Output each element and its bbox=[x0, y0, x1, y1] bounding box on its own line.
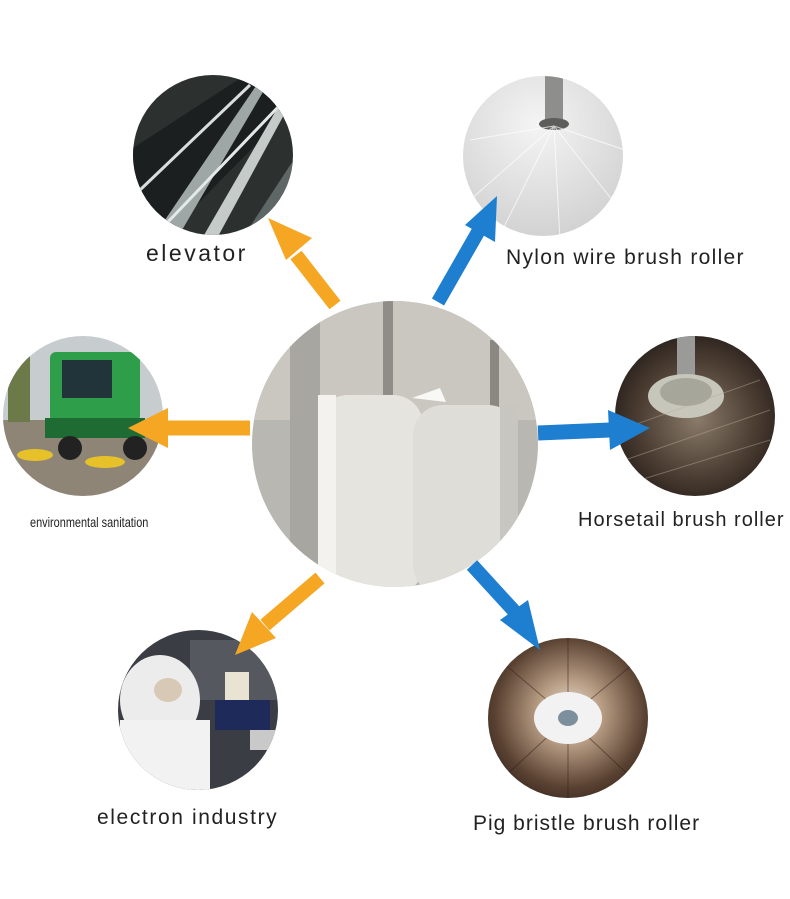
arrow-to-horsetail bbox=[537, 410, 650, 450]
pig-bristle-brush-photo bbox=[488, 638, 648, 798]
arrow-to-electron bbox=[235, 572, 325, 655]
horsetail-brush-photo bbox=[615, 336, 775, 496]
cleanroom-worker-photo bbox=[118, 630, 278, 790]
escalator-photo bbox=[133, 75, 293, 235]
label-pig-bristle-brush: Pig bristle brush roller bbox=[473, 812, 701, 835]
center-rollers-photo bbox=[252, 301, 538, 587]
label-environmental-sanitation: environmental sanitation bbox=[30, 514, 149, 530]
street-sweeper-photo bbox=[3, 336, 163, 496]
arrow-to-elevator bbox=[268, 218, 341, 310]
label-horsetail-brush: Horsetail brush roller bbox=[578, 509, 785, 531]
label-electron-industry: electron industry bbox=[97, 806, 279, 829]
arrow-to-sanitation bbox=[128, 408, 250, 448]
arrow-to-pig bbox=[466, 560, 540, 650]
arrow-to-nylon bbox=[431, 196, 497, 306]
label-elevator: elevator bbox=[146, 240, 248, 266]
label-nylon-brush: Nylon wire brush roller bbox=[506, 246, 745, 269]
